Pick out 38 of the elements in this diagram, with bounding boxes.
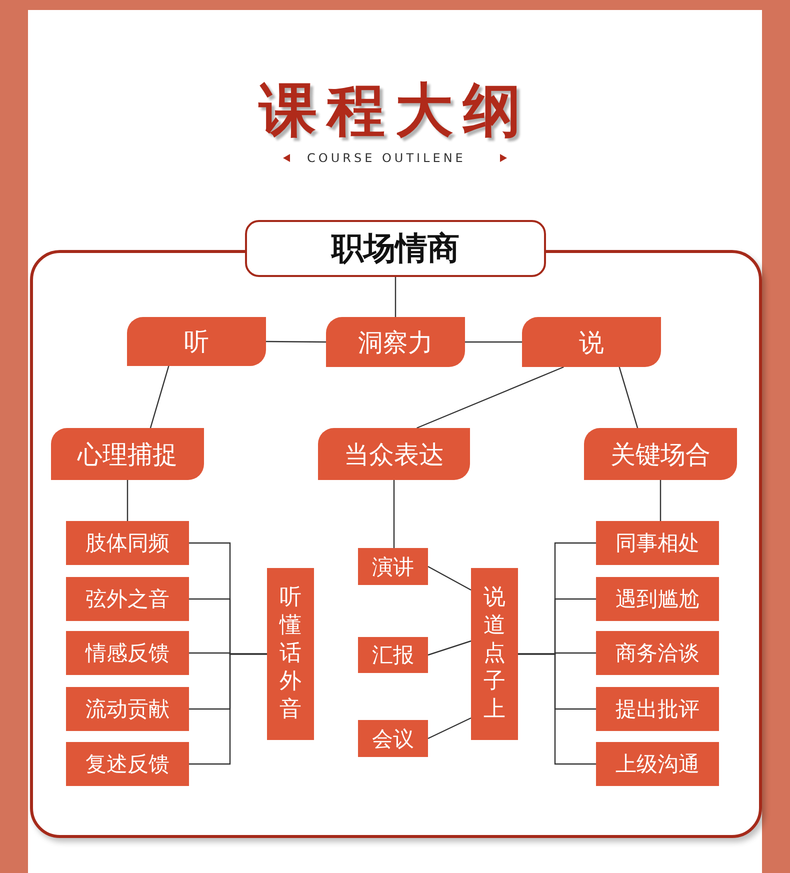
topic-box: 汇报 bbox=[358, 637, 428, 673]
connector-line bbox=[266, 340, 326, 343]
topic-box: 复述反馈 bbox=[66, 742, 189, 786]
topic-box: 提出批评 bbox=[596, 687, 719, 731]
title: 课程大纲 bbox=[259, 76, 531, 144]
connector-line bbox=[416, 366, 564, 429]
connector-line bbox=[428, 717, 472, 740]
topic-box: 肢体同频 bbox=[66, 521, 189, 565]
subtitle: COURSE OUTILENE bbox=[307, 151, 466, 165]
topic-box: 流动贡献 bbox=[66, 687, 189, 731]
connector-line bbox=[428, 566, 472, 591]
connector-line bbox=[150, 366, 170, 428]
category-box: 关键场合 bbox=[584, 428, 737, 480]
connector-line bbox=[518, 653, 596, 765]
category-box: 当众表达 bbox=[318, 428, 470, 480]
topic-box: 遇到尴尬 bbox=[596, 577, 719, 621]
connector-line bbox=[465, 341, 522, 343]
category-box: 说 bbox=[522, 317, 661, 367]
vertical-box: 说道点子上 bbox=[471, 568, 518, 740]
vertical-box: 听懂话外音 bbox=[267, 568, 314, 740]
category-box: 洞察力 bbox=[326, 317, 465, 367]
connector-line bbox=[660, 480, 662, 521]
topic-box: 弦外之音 bbox=[66, 577, 189, 621]
topic-box: 演讲 bbox=[358, 548, 428, 585]
topic-box: 上级沟通 bbox=[596, 742, 719, 786]
topic-box: 同事相处 bbox=[596, 521, 719, 565]
connector-line bbox=[428, 640, 472, 656]
connector-line bbox=[126, 480, 128, 521]
category-box: 听 bbox=[127, 317, 266, 366]
topic-box: 商务洽谈 bbox=[596, 631, 719, 675]
connector-line bbox=[393, 480, 395, 548]
category-box: 心理捕捉 bbox=[51, 428, 204, 480]
connector-line bbox=[394, 277, 396, 317]
connector-line bbox=[189, 653, 267, 765]
connector-line bbox=[618, 366, 638, 428]
heading-box: 职场情商 bbox=[245, 220, 546, 277]
topic-box: 情感反馈 bbox=[66, 631, 189, 675]
topic-box: 会议 bbox=[358, 720, 428, 757]
